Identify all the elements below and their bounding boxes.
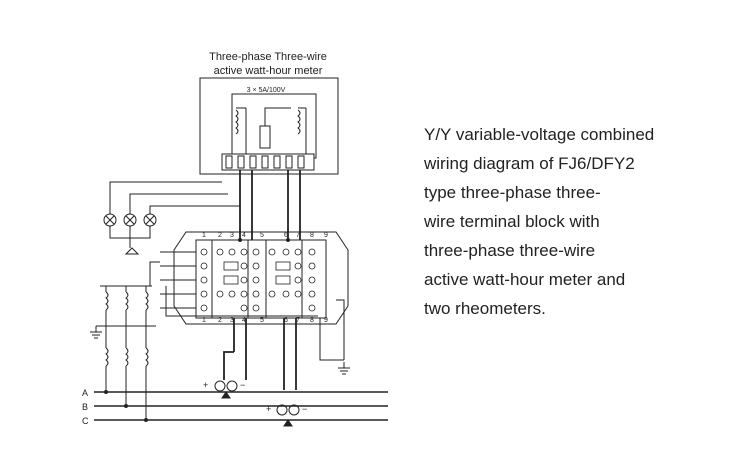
phase-label-a: A <box>82 388 88 398</box>
terminal-screws <box>200 248 316 312</box>
minus-sign-lower: − <box>302 404 307 414</box>
terminal-number: 7 <box>296 317 300 324</box>
caption-line: wire terminal block with <box>424 212 600 231</box>
terminal-number: 2 <box>218 317 222 324</box>
ground-symbol-left <box>90 326 102 339</box>
terminal-number: 1 <box>202 317 206 324</box>
caption-line: active watt-hour meter and <box>424 270 626 289</box>
terminal-number: 7 <box>296 232 300 239</box>
terminal-number: 6 <box>284 232 288 239</box>
meter-terminal-strip <box>221 153 315 171</box>
meter-current-coil-right <box>297 107 307 154</box>
plus-sign-lower: + <box>266 404 271 414</box>
plus-sign-upper: + <box>203 380 208 390</box>
phase-bus-lines <box>94 391 388 421</box>
terminal-number: 5 <box>260 232 264 239</box>
lamp-return-bus <box>124 247 140 255</box>
meter-box <box>199 77 339 175</box>
caption-line: two rheometers. <box>424 299 546 318</box>
terminal-number: 4 <box>242 317 246 324</box>
terminal-number: 4 <box>242 232 246 239</box>
caption-line: Y/Y variable-voltage combined <box>424 125 655 144</box>
terminal-number: 9 <box>324 232 328 239</box>
terminal-number: 9 <box>324 317 328 324</box>
meter-rating: 3 × 5A/100V <box>247 87 286 94</box>
phase-label-c: C <box>82 416 89 426</box>
terminal-number: 3 <box>230 317 234 324</box>
voltage-transformers <box>96 285 156 420</box>
caption-line: wiring diagram of FJ6/DFY2 <box>424 154 635 173</box>
indicator-lamps <box>103 213 157 227</box>
terminal-number: 5 <box>260 317 264 324</box>
ground-symbol-right <box>338 362 350 375</box>
current-transformer-a <box>214 380 238 392</box>
meter-title-line1: Three-phase Three-wire <box>209 51 327 63</box>
meter-current-coil-left <box>235 107 247 154</box>
terminal-block-outline <box>173 231 349 325</box>
terminal-number: 1 <box>202 232 206 239</box>
terminal-numbers-bottom: 1 2 3 4 5 6 7 8 9 <box>202 317 328 324</box>
minus-sign-upper: − <box>240 380 245 390</box>
terminal-number: 2 <box>218 232 222 239</box>
terminal-number: 6 <box>284 317 288 324</box>
terminal-number: 8 <box>310 317 314 324</box>
terminal-number: 8 <box>310 232 314 239</box>
caption-line: type three-phase three- <box>424 183 601 202</box>
diagram-caption: Y/Y variable-voltage combined wiring dia… <box>424 120 744 323</box>
meter-title-line2: active watt-hour meter <box>214 65 323 77</box>
current-transformer-c <box>276 404 300 416</box>
terminal-links <box>223 261 291 285</box>
meter-inner-frame <box>231 93 317 159</box>
meter-voltage-coil <box>259 107 291 149</box>
terminal-number: 3 <box>230 232 234 239</box>
terminal-numbers-top: 1 2 3 4 5 6 7 8 9 <box>202 232 328 239</box>
phase-label-b: B <box>82 402 88 412</box>
caption-line: three-phase three-wire <box>424 241 596 260</box>
terminal-block-inner <box>195 239 327 319</box>
